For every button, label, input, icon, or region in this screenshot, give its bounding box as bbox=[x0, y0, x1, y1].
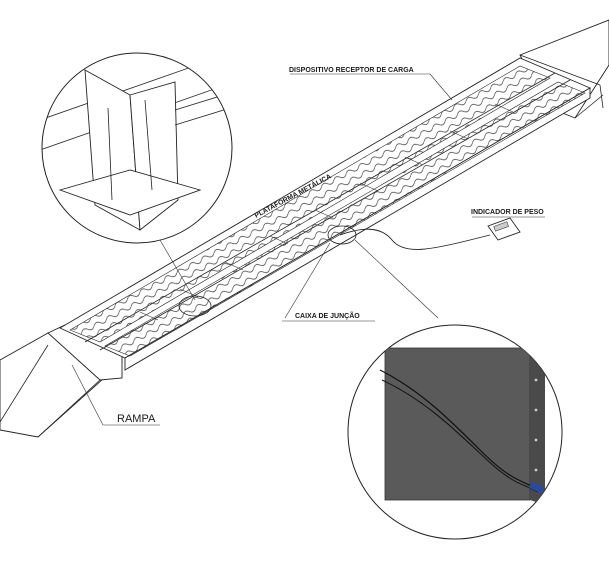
junction-box-zoom bbox=[347, 324, 563, 540]
detail-marker-junction bbox=[327, 225, 357, 245]
left-ramp bbox=[0, 324, 123, 438]
label-ramp: RAMPA bbox=[117, 413, 156, 425]
label-weight-indicator: INDICADOR DE PESO bbox=[471, 209, 544, 216]
metal-platform bbox=[59, 57, 592, 371]
label-junction-box: CAIXA DE JUNÇÃO bbox=[295, 311, 360, 320]
beam-detail-zoom bbox=[41, 52, 233, 301]
label-load-receiver: DISPOSITIVO RECEPTOR DE CARGA bbox=[289, 67, 414, 74]
weight-indicator-device bbox=[487, 217, 521, 241]
signal-cable bbox=[339, 228, 491, 250]
detail-marker-beam bbox=[178, 295, 212, 317]
